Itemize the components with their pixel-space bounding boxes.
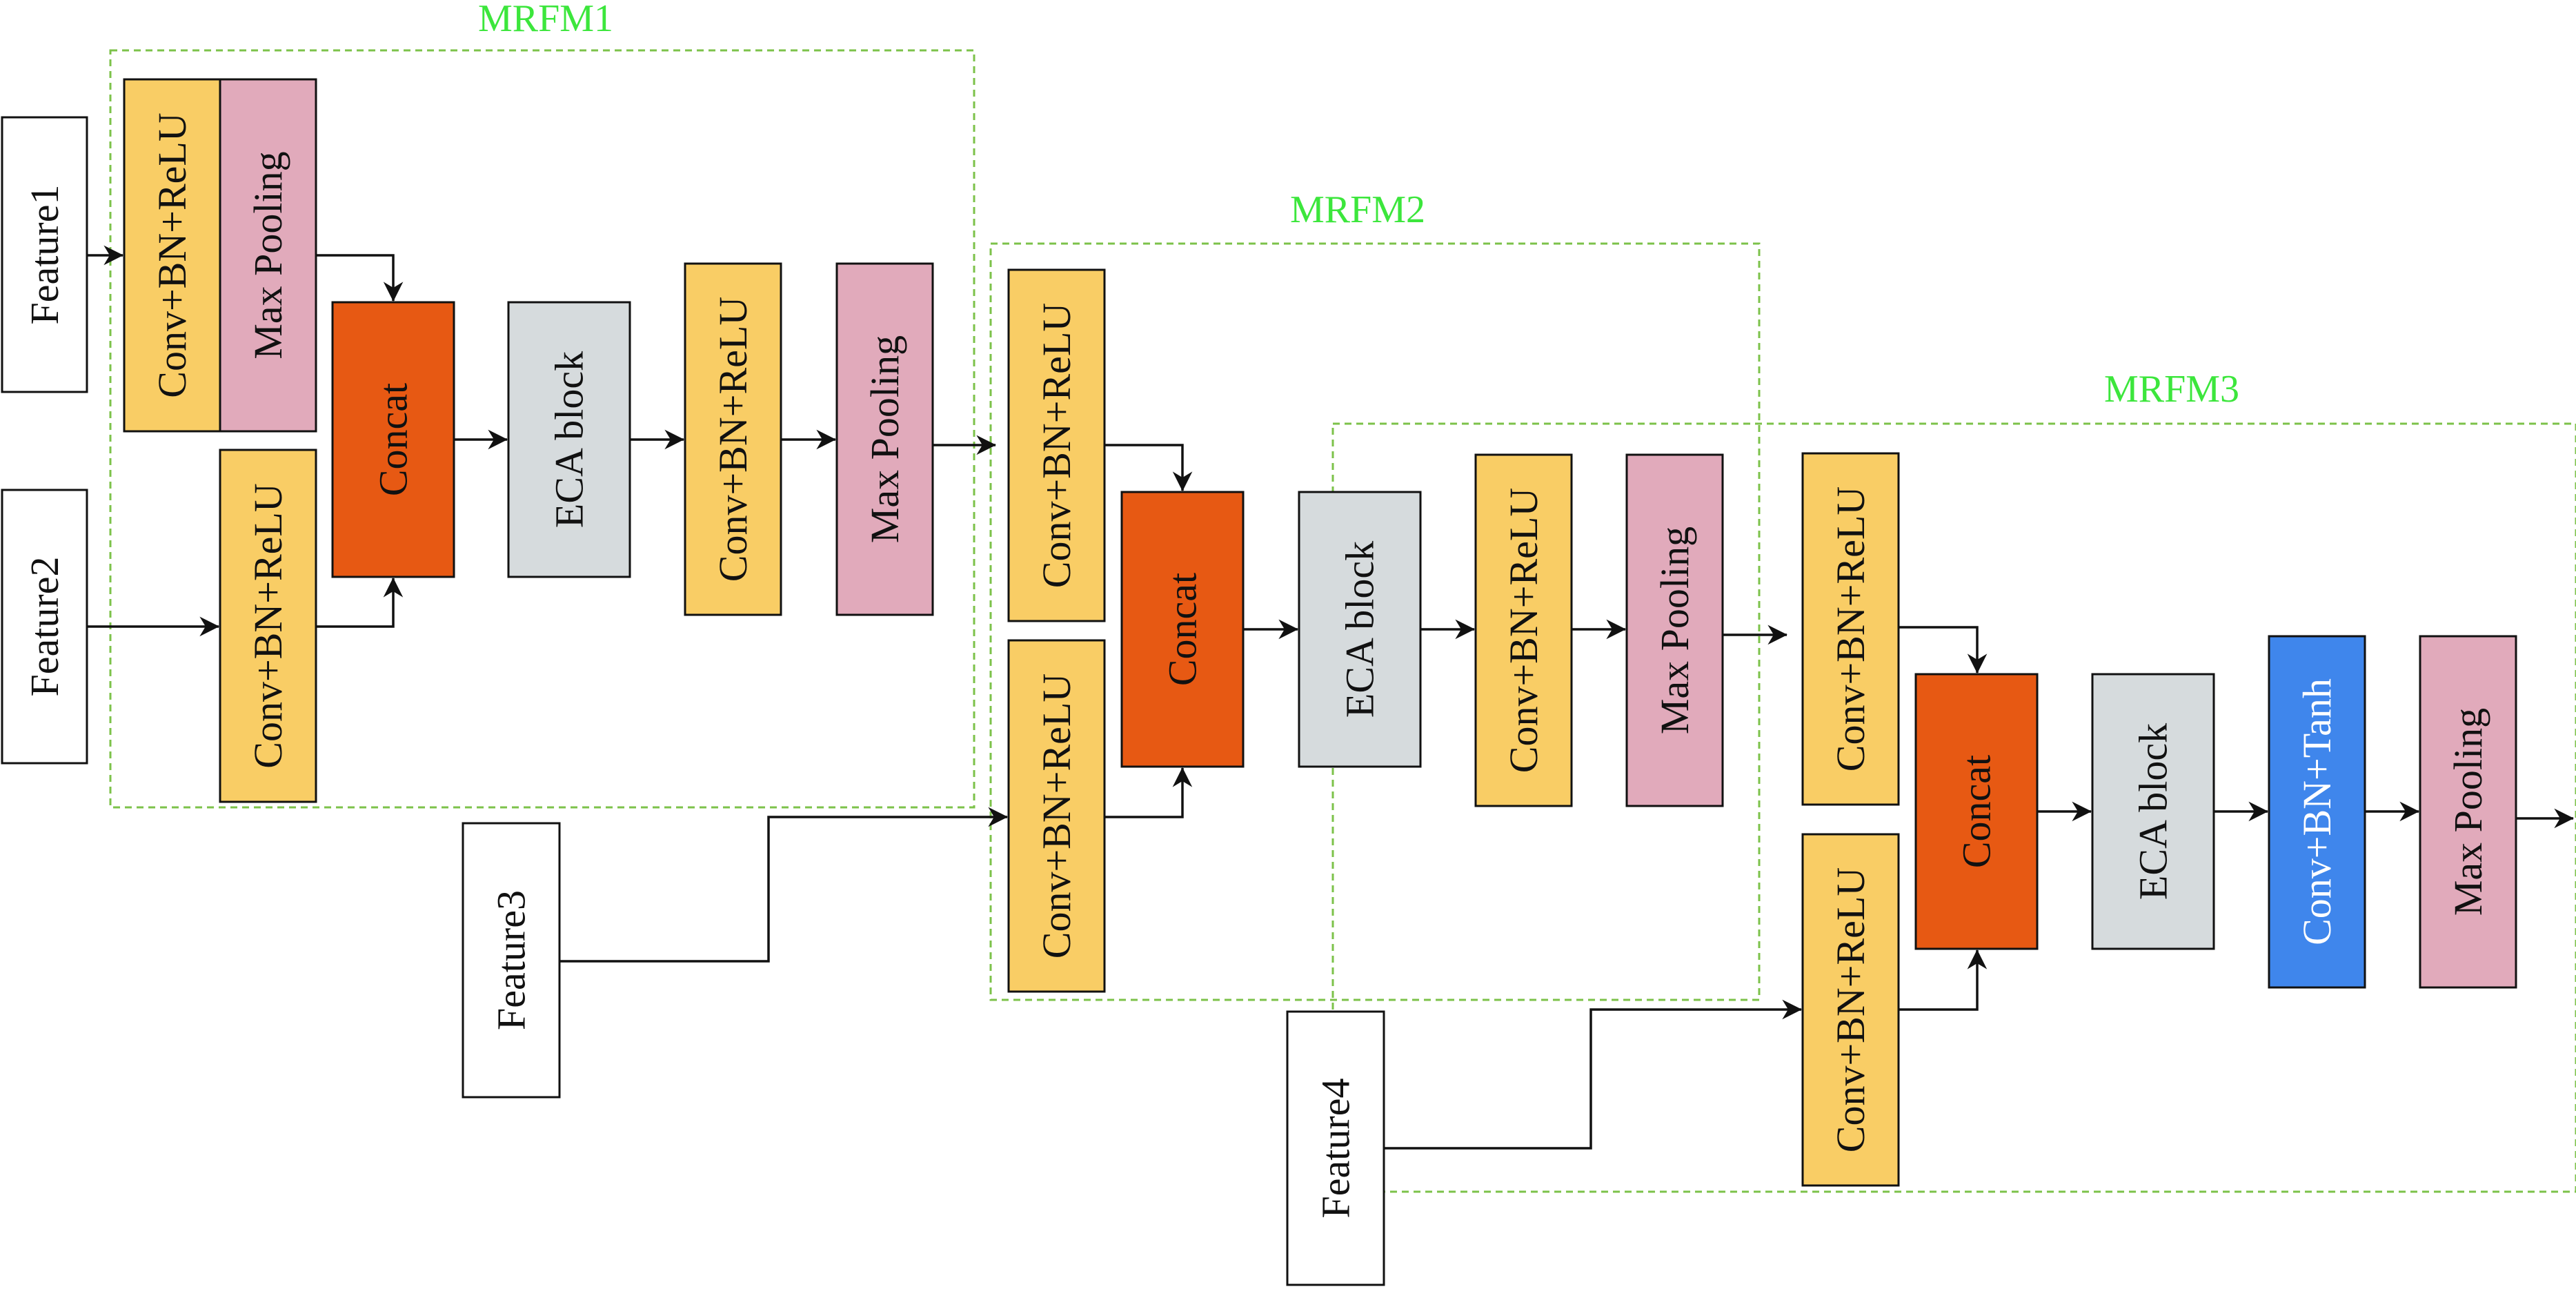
block-m3_conv_a: Conv+BN+ReLU [1801, 452, 1900, 806]
block-m2_pool: Max Pooling [1625, 453, 1724, 807]
block-label-m2_eca: ECA block [1338, 541, 1383, 718]
feature-box-f4 [1286, 1010, 1385, 1286]
block-m3_tanh: Conv+BN+Tanh [2268, 635, 2366, 989]
feature-f1: Feature1 [1, 116, 88, 393]
block-box-m1_eca [507, 301, 631, 578]
feature-box-f3 [462, 822, 561, 1099]
block-m3_eca: ECA block [2091, 673, 2215, 950]
block-box-m1_pool_a [219, 78, 317, 433]
arrow-m3_conv_a-to-m3_concat [1899, 626, 1988, 673]
block-label-m2_pool: Max Pooling [1652, 527, 1697, 734]
block-box-m3_conv_a [1801, 452, 1900, 806]
group-title-mrfm2: MRFM2 [1290, 188, 1425, 231]
block-m1_pool_a: Max Pooling [219, 78, 317, 433]
block-label-m2_conv_b: Conv+BN+ReLU [1034, 673, 1079, 958]
block-label-m2_conv_a: Conv+BN+ReLU [1034, 303, 1079, 588]
feature-label-f4: Feature4 [1314, 1079, 1358, 1219]
group-mrfm1: MRFM1 [109, 0, 975, 809]
block-m2_eca: ECA block [1298, 491, 1422, 768]
block-box-m3_concat [1914, 673, 2039, 950]
feature-box-f2 [1, 489, 88, 765]
block-box-m1_concat [331, 301, 455, 578]
feature-f2: Feature2 [1, 489, 88, 765]
block-m2_concat: Concat [1120, 491, 1245, 768]
feature-f3: Feature3 [462, 822, 561, 1099]
block-box-m2_eca [1298, 491, 1422, 768]
block-label-m3_tanh: Conv+BN+Tanh [2295, 678, 2339, 945]
block-label-m1_pool_a: Max Pooling [246, 151, 290, 359]
block-label-m1_pool_b: Max Pooling [862, 335, 907, 543]
arrow-m3_conv_b-to-m3_concat [1899, 949, 1988, 1011]
block-label-m3_eca: ECA block [2131, 723, 2176, 900]
block-label-m2_conv_c: Conv+BN+ReLU [1501, 488, 1546, 773]
block-box-m2_concat [1120, 491, 1245, 768]
block-m1_concat: Concat [331, 301, 455, 578]
arrow-m1_pool_a-to-m1_concat [316, 254, 404, 302]
block-m3_concat: Concat [1914, 673, 2039, 950]
block-m3_conv_b: Conv+BN+ReLU [1801, 833, 1900, 1187]
arrow-m2_conv_b-to-m2_concat [1104, 767, 1193, 818]
block-box-m2_conv_c [1474, 453, 1573, 807]
feature-box-f1 [1, 116, 88, 393]
block-box-m3_tanh [2268, 635, 2366, 989]
block-label-m1_concat: Concat [371, 383, 416, 496]
feature-label-f1: Feature1 [22, 185, 67, 325]
block-m1_conv_b: Conv+BN+ReLU [219, 449, 317, 803]
block-m2_conv_c: Conv+BN+ReLU [1474, 453, 1573, 807]
arrow-f4-to-m3_conv_b [1384, 999, 1802, 1150]
block-label-m1_eca: ECA block [547, 351, 592, 528]
group-frame-mrfm3 [1331, 422, 2576, 1193]
block-m1_conv_a: Conv+BN+ReLU [123, 78, 221, 433]
block-label-m1_conv_c: Conv+BN+ReLU [711, 297, 755, 582]
block-label-m1_conv_a: Conv+BN+ReLU [150, 112, 195, 397]
block-box-m1_conv_a [123, 78, 221, 433]
block-m1_eca: ECA block [507, 301, 631, 578]
feature-label-f2: Feature2 [22, 557, 67, 697]
group-mrfm3: MRFM3 [1331, 368, 2576, 1193]
arrow-f3-to-m2_conv_b [559, 807, 1008, 963]
block-label-m3_conv_a: Conv+BN+ReLU [1828, 486, 1873, 771]
group-frame-mrfm1 [109, 49, 975, 809]
block-box-m3_eca [2091, 673, 2215, 950]
block-m2_conv_b: Conv+BN+ReLU [1007, 639, 1106, 993]
block-box-m2_conv_a [1007, 268, 1106, 622]
block-box-m1_conv_b [219, 449, 317, 803]
group-title-mrfm3: MRFM3 [2104, 368, 2239, 411]
block-box-m1_conv_c [684, 262, 782, 616]
block-box-m3_pool [2419, 635, 2517, 989]
block-label-m3_conv_b: Conv+BN+ReLU [1828, 867, 1873, 1152]
block-box-m2_pool [1625, 453, 1724, 807]
block-m2_conv_a: Conv+BN+ReLU [1007, 268, 1106, 622]
group-mrfm2: MRFM2 [989, 188, 1761, 1001]
block-box-m2_conv_b [1007, 639, 1106, 993]
block-box-m1_pool_b [835, 262, 934, 616]
connectors [87, 245, 2574, 1150]
block-label-m3_pool: Max Pooling [2446, 708, 2490, 916]
arrow-m2_conv_a-to-m2_concat [1104, 444, 1193, 491]
block-m1_conv_c: Conv+BN+ReLU [684, 262, 782, 616]
block-label-m3_concat: Concat [1954, 755, 1999, 868]
group-title-mrfm1: MRFM1 [478, 0, 613, 40]
feature-label-f3: Feature3 [489, 890, 534, 1030]
block-m3_pool: Max Pooling [2419, 635, 2517, 989]
arrow-m1_conv_b-to-m1_concat [316, 578, 404, 628]
block-m1_pool_b: Max Pooling [835, 262, 934, 616]
block-label-m1_conv_b: Conv+BN+ReLU [246, 483, 290, 768]
feature-f4: Feature4 [1286, 1010, 1385, 1286]
block-label-m2_concat: Concat [1160, 573, 1205, 686]
block-box-m3_conv_b [1801, 833, 1900, 1187]
